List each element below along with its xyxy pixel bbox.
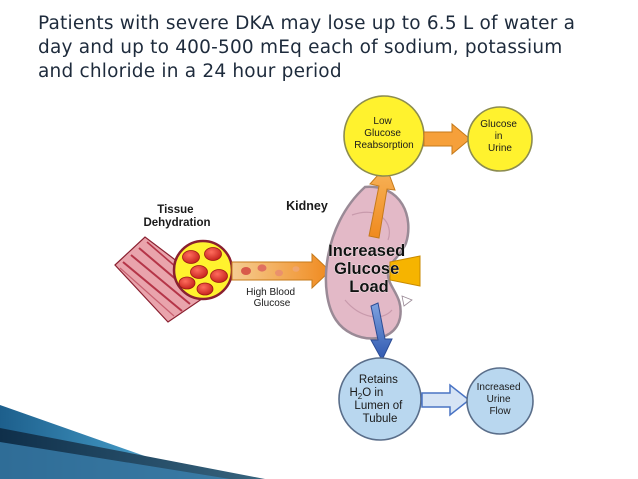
- blood-vessel-circle: [172, 239, 234, 301]
- increased-urine-flow-circle: [466, 367, 534, 435]
- low-reabsorption-line-3: Reabsorption: [354, 140, 413, 151]
- tissue-label: Tissue Dehydration: [143, 204, 210, 229]
- retains-water-label: Retains H2O in Lumen of Tubule: [349, 374, 405, 425]
- urine-flow-line-2: Urine: [487, 394, 511, 405]
- kidney-shape: [324, 185, 421, 340]
- corner-decoration: [0, 405, 265, 479]
- center-label-line-2: Glucose: [334, 260, 399, 278]
- high-blood-glucose-line-1: High Blood: [246, 287, 295, 298]
- title-line-1: Patients with severe DKA may lose up to …: [38, 13, 576, 34]
- reabsorption-arrow: [368, 165, 396, 239]
- slide-title: Patients with severe DKA may lose up to …: [38, 12, 628, 84]
- retains-line-2-subscript: 2: [358, 392, 363, 401]
- glucose-urine-arrow: [423, 122, 471, 156]
- increased-glucose-load-label: Increased Glucose Load: [328, 242, 410, 296]
- center-label-line-3: Load: [349, 278, 388, 296]
- glucose-in-urine-label: Glucose in Urine: [480, 119, 519, 154]
- increased-urine-flow-label: Increased Urine Flow: [477, 382, 524, 417]
- muscle-tissue-illustration: [114, 236, 217, 323]
- low-reabsorption-label: Low Glucose Reabsorption: [354, 116, 413, 151]
- tissue-label-line-1: Tissue: [157, 204, 193, 216]
- high-blood-glucose-label: High Blood Glucose: [246, 287, 298, 309]
- retains-line-2-rest: O in: [362, 387, 383, 399]
- urine-flow-arrow: [421, 383, 471, 417]
- title-line-3: and chloride in a 24 hour period: [38, 61, 342, 82]
- tissue-label-line-2: Dehydration: [143, 217, 210, 229]
- high-blood-glucose-arrow: [231, 252, 331, 290]
- urine-flow-line-1: Increased: [477, 382, 521, 393]
- high-blood-glucose-line-2: Glucose: [254, 298, 291, 309]
- center-label-line-1: Increased: [328, 242, 405, 260]
- low-reabsorption-line-2: Glucose: [364, 128, 401, 139]
- low-reabsorption-line-1: Low: [373, 116, 392, 127]
- title-line-2: day and up to 400-500 mEq each of sodium…: [38, 37, 563, 58]
- retains-water-circle: [338, 357, 422, 441]
- retains-line-1: Retains: [359, 374, 398, 386]
- retains-line-2-h: H: [349, 387, 357, 399]
- glucose-in-urine-line-2: in: [495, 131, 503, 142]
- kidney-label: Kidney: [286, 199, 328, 213]
- retains-water-arrow: [370, 302, 393, 362]
- glucose-in-urine-line-1: Glucose: [480, 119, 517, 130]
- retains-line-3: Lumen of: [354, 400, 403, 412]
- glucose-in-urine-circle: [467, 106, 533, 172]
- urine-flow-line-3: Flow: [489, 406, 511, 417]
- glucose-in-urine-line-3: Urine: [488, 143, 512, 154]
- retains-line-4: Tubule: [363, 413, 398, 425]
